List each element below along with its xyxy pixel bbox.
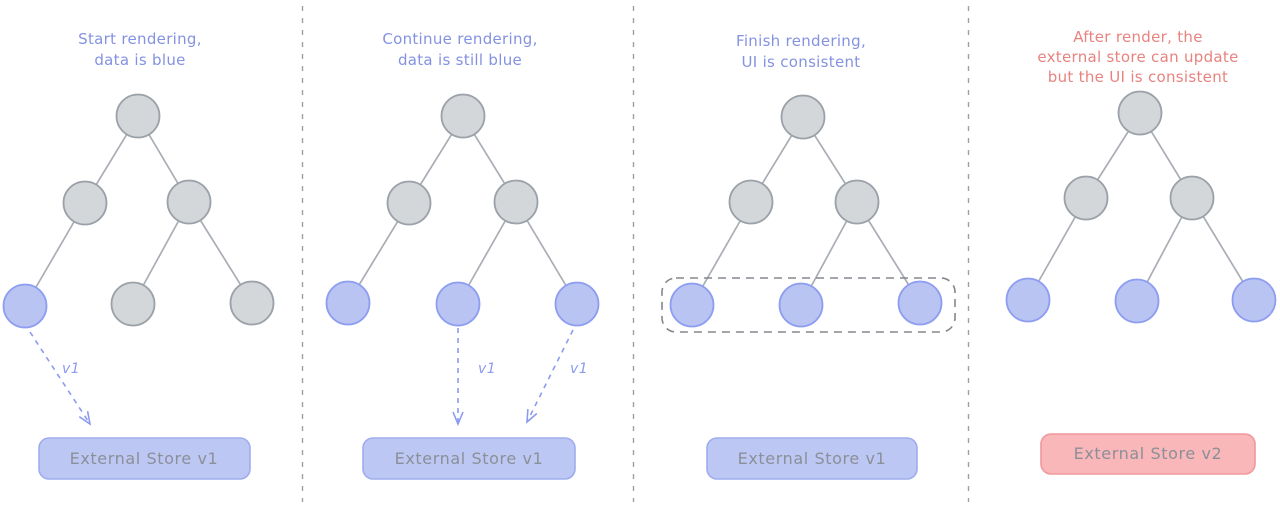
tree-leaf-node-blue	[1231, 277, 1277, 323]
tree-mid-node	[493, 179, 539, 225]
tree-mid-node	[728, 179, 774, 225]
store-read-arrow	[526, 329, 574, 423]
external-store-label: External Store v1	[395, 449, 544, 468]
tree-edges	[1027, 112, 1255, 302]
external-store-label: External Store v1	[738, 449, 887, 468]
panel-after-render: After render, the external store can upd…	[1005, 28, 1277, 475]
tree-mid-node	[62, 180, 108, 226]
tree-mid-node	[166, 179, 212, 225]
panel-title-line: but the UI is consistent	[1048, 68, 1228, 86]
panel-continue-rendering: Continue rendering, data is still blue v…	[325, 30, 600, 480]
external-store-box	[362, 437, 576, 480]
tree-leaf-node-gray	[110, 281, 156, 327]
tree-leaf-node-blue	[897, 280, 943, 326]
panel-title-line: Start rendering,	[78, 30, 202, 48]
tree-leaf-node-blue	[325, 280, 371, 326]
panel-title-line: After render, the	[1073, 28, 1203, 46]
tree-mid-node	[1169, 175, 1215, 221]
tree-leaf-node-blue	[778, 282, 824, 328]
arrow-version-label: v1	[62, 361, 80, 377]
tree-leaf-node-blue	[554, 281, 600, 327]
tree-edges	[691, 116, 921, 306]
tree-mid-node	[834, 179, 880, 225]
arrow-version-label: v1	[570, 361, 588, 377]
consistent-leaves-outline	[661, 277, 956, 333]
tree-leaf-node-blue	[1005, 277, 1051, 323]
tree-leaf-node-gray	[229, 280, 275, 326]
tree-root-node	[1117, 90, 1163, 136]
tree-edges	[347, 115, 578, 305]
external-store-box-updated	[1040, 433, 1256, 475]
tree-leaf-node-blue	[669, 282, 715, 328]
tree-mid-node	[386, 180, 432, 226]
tree-leaf-node-blue	[1114, 278, 1160, 324]
arrowhead-icon	[526, 408, 538, 424]
panel-finish-rendering: Finish rendering, UI is consistent Exter…	[661, 32, 956, 480]
external-store-box	[706, 437, 918, 480]
external-store-label: External Store v1	[70, 449, 219, 468]
tree-mid-node	[1063, 175, 1109, 221]
external-store-box	[38, 437, 251, 480]
panel-title-line: Finish rendering,	[736, 32, 866, 50]
panel-title-line: data is blue	[94, 51, 185, 69]
external-store-label: External Store v2	[1074, 444, 1223, 463]
arrowhead-icon	[78, 411, 92, 426]
arrow-version-label: v1	[478, 361, 496, 377]
panel-title-line: data is still blue	[398, 51, 522, 69]
tree-leaf-node-blue	[435, 281, 481, 327]
panel-title-line: UI is consistent	[742, 53, 861, 71]
tree-edges	[24, 115, 253, 307]
panel-start-rendering: Start rendering, data is blue v1 Externa…	[2, 30, 275, 480]
panel-title-line: external store can update	[1037, 48, 1238, 66]
tree-root-node	[780, 94, 826, 140]
tree-root-node	[440, 93, 486, 139]
tree-leaf-node-blue	[2, 283, 48, 329]
arrowhead-icon	[452, 411, 464, 427]
panel-title-line: Continue rendering,	[382, 30, 537, 48]
store-read-arrow	[29, 331, 91, 425]
tree-root-node	[115, 93, 161, 139]
